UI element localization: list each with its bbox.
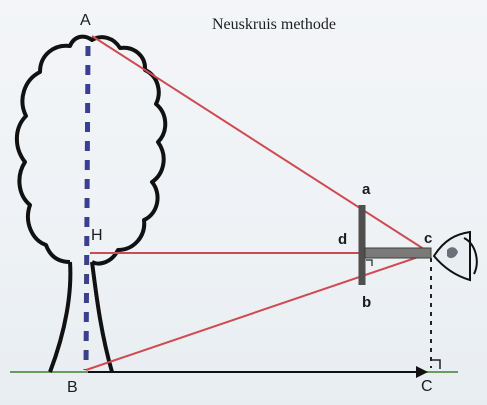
tree-trunk-right bbox=[90, 261, 114, 373]
label-h: H bbox=[91, 227, 103, 244]
right-angle-marker bbox=[431, 359, 441, 369]
tree-axis-dashed bbox=[83, 45, 91, 371]
distance-arrowhead bbox=[416, 366, 428, 378]
label-c-upper: C bbox=[421, 378, 433, 395]
cross-staff-joint-marker bbox=[366, 259, 373, 266]
label-d: d bbox=[338, 231, 348, 248]
label-c-lower: c bbox=[424, 230, 433, 247]
label-b: B bbox=[67, 379, 78, 396]
sightline-a-to-c bbox=[91, 35, 431, 254]
label-a-top: A bbox=[80, 12, 91, 29]
diagram-title: Neuskruis methode bbox=[212, 16, 336, 33]
sightline-b-to-c bbox=[85, 252, 431, 371]
label-b-lower: b bbox=[362, 294, 372, 311]
tree-crown-outline bbox=[14, 34, 168, 266]
cross-staff-horizontal bbox=[364, 247, 432, 259]
eye-icon bbox=[432, 230, 478, 282]
label-a-lower: a bbox=[362, 181, 371, 198]
tree-trunk-left bbox=[48, 261, 73, 373]
